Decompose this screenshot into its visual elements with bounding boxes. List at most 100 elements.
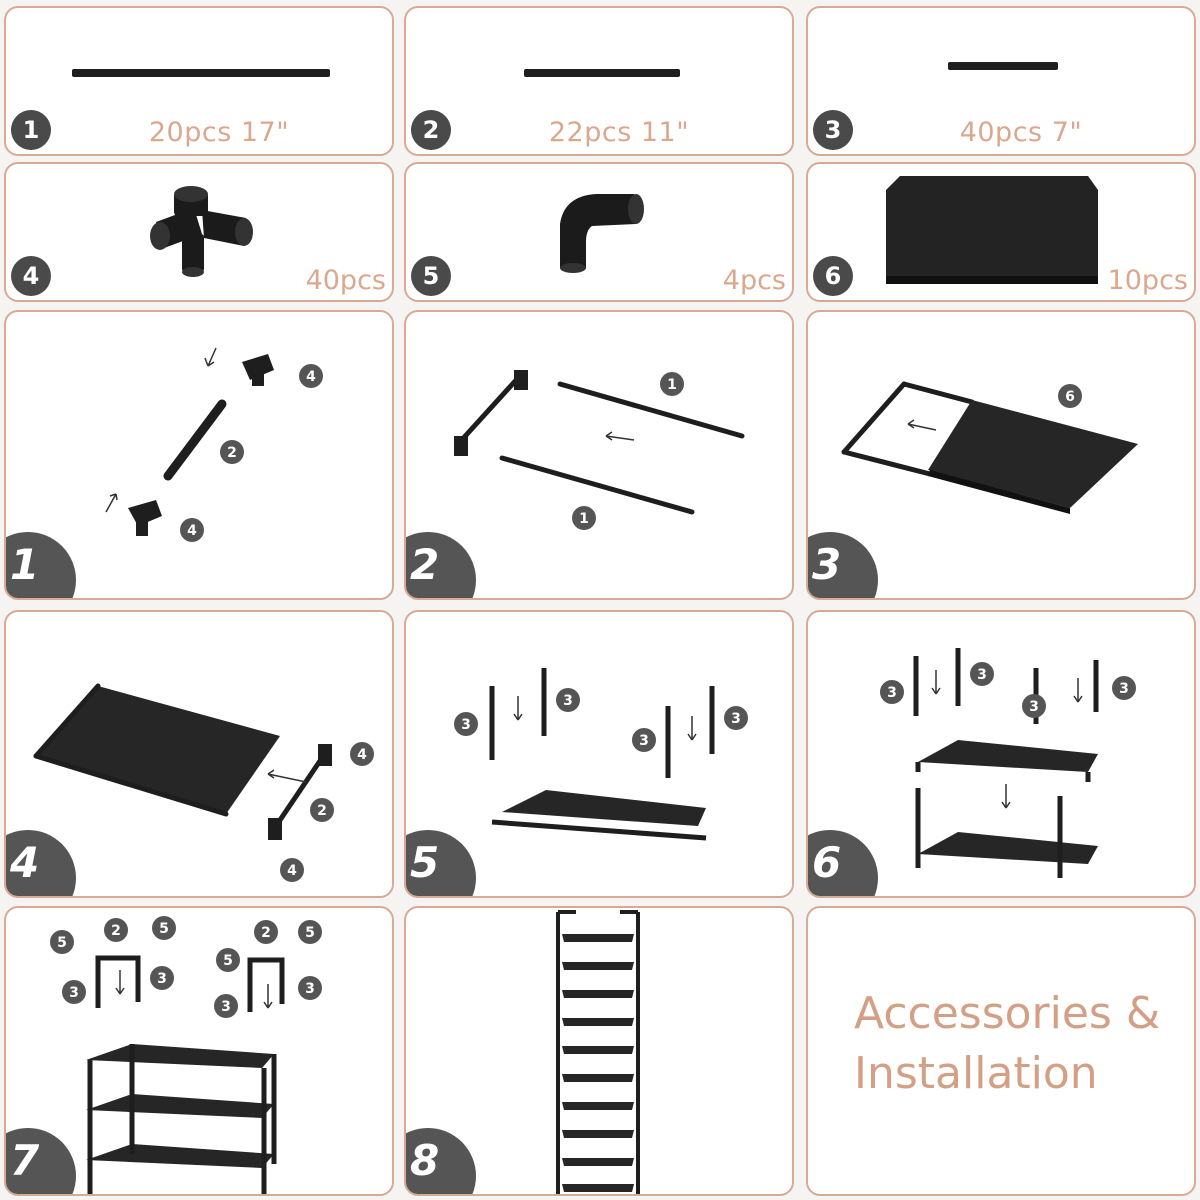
callout-4: 4 bbox=[350, 742, 374, 766]
title-panel: Accessories & Installation bbox=[806, 906, 1196, 1196]
svg-text:4: 4 bbox=[187, 523, 197, 539]
svg-text:3: 3 bbox=[69, 985, 79, 1001]
svg-text:5: 5 bbox=[159, 921, 169, 937]
part-quantity: 20pcs 17" bbox=[148, 117, 290, 148]
svg-text:3: 3 bbox=[563, 693, 573, 709]
callout-3: 3 bbox=[454, 712, 478, 736]
callout-3: 3 bbox=[556, 688, 580, 712]
svg-text:2: 2 bbox=[261, 925, 271, 941]
title-line-1: Accessories & bbox=[854, 988, 1161, 1039]
svg-text:2: 2 bbox=[111, 923, 121, 939]
step-6-diagram: 3 3 3 3 bbox=[880, 648, 1136, 878]
part-quantity: 40pcs 7" bbox=[959, 117, 1083, 148]
step-panel-7: 5 2 5 3 3 5 2 5 3 3 7 bbox=[4, 906, 394, 1196]
step-3-diagram: 6 bbox=[841, 381, 1138, 514]
callout-1: 1 bbox=[660, 372, 684, 396]
part-number-badge: 5 bbox=[411, 256, 451, 296]
svg-text:5: 5 bbox=[57, 935, 67, 951]
part-panel-2: 2 22pcs 11" bbox=[404, 6, 794, 156]
step-panel-3: 6 3 bbox=[806, 310, 1196, 600]
step-4-diagram: 4 2 4 bbox=[33, 683, 374, 882]
part-panel-5: 5 4pcs bbox=[404, 162, 794, 302]
step-8-diagram bbox=[556, 910, 640, 1194]
step-panel-8: 8 bbox=[404, 906, 794, 1196]
part-panel-6: 6 10pcs bbox=[806, 162, 1196, 302]
part-number-badge: 6 bbox=[813, 256, 853, 296]
title-line-2: Installation bbox=[854, 1048, 1098, 1099]
step-7-diagram: 5 2 5 3 3 5 2 5 3 3 bbox=[50, 916, 322, 1194]
callout-3: 3 bbox=[880, 680, 904, 704]
callout-2: 2 bbox=[254, 920, 278, 944]
svg-text:3: 3 bbox=[887, 685, 897, 701]
svg-text:3: 3 bbox=[157, 971, 167, 987]
step-number-badge: 5 bbox=[406, 830, 476, 896]
step-panel-2: 1 1 2 bbox=[404, 310, 794, 600]
callout-3: 3 bbox=[1022, 694, 1046, 718]
callout-3: 3 bbox=[214, 994, 238, 1018]
part-number-badge: 4 bbox=[11, 256, 51, 296]
part-number-badge: 3 bbox=[813, 110, 853, 150]
part-number-badge: 2 bbox=[411, 110, 451, 150]
step-number-badge: 1 bbox=[6, 532, 76, 598]
svg-text:3: 3 bbox=[639, 733, 649, 749]
step-panel-1: 4 2 4 1 bbox=[4, 310, 394, 600]
svg-text:4: 4 bbox=[287, 863, 297, 879]
svg-text:1: 1 bbox=[667, 377, 677, 393]
callout-4: 4 bbox=[299, 364, 323, 388]
rod-17-icon bbox=[72, 69, 330, 77]
svg-text:3: 3 bbox=[1119, 681, 1129, 697]
callout-4: 4 bbox=[280, 858, 304, 882]
callout-2: 2 bbox=[310, 798, 334, 822]
svg-text:3: 3 bbox=[221, 999, 231, 1015]
part-panel-4: 4 40pcs bbox=[4, 162, 394, 302]
step-5-diagram: 3 3 3 3 bbox=[454, 668, 748, 841]
part-quantity: 10pcs bbox=[1107, 265, 1188, 296]
step-1-diagram: 4 2 4 bbox=[105, 347, 323, 542]
callout-3: 3 bbox=[970, 662, 994, 686]
callout-2: 2 bbox=[104, 918, 128, 942]
callout-6: 6 bbox=[1058, 384, 1082, 408]
callout-5: 5 bbox=[216, 948, 240, 972]
part-quantity: 4pcs bbox=[722, 265, 786, 296]
svg-text:3: 3 bbox=[731, 711, 741, 727]
callout-5: 5 bbox=[50, 930, 74, 954]
svg-text:1: 1 bbox=[579, 511, 589, 527]
svg-text:4: 4 bbox=[357, 747, 367, 763]
part-number-badge: 1 bbox=[11, 110, 51, 150]
svg-text:4: 4 bbox=[306, 369, 316, 385]
svg-text:6: 6 bbox=[1065, 389, 1075, 405]
callout-3: 3 bbox=[298, 976, 322, 1000]
shelf-fabric-icon bbox=[886, 176, 1098, 284]
part-quantity: 22pcs 11" bbox=[548, 117, 690, 148]
svg-text:2: 2 bbox=[317, 803, 327, 819]
callout-2: 2 bbox=[220, 440, 244, 464]
svg-text:3: 3 bbox=[1029, 699, 1039, 715]
elbow-connector-icon bbox=[560, 194, 644, 273]
svg-text:3: 3 bbox=[461, 717, 471, 733]
callout-5: 5 bbox=[152, 916, 176, 940]
step-panel-6: 3 3 3 3 6 bbox=[806, 610, 1196, 898]
step-panel-4: 4 2 4 4 bbox=[4, 610, 394, 898]
step-panel-5: 3 3 3 3 5 bbox=[404, 610, 794, 898]
svg-text:3: 3 bbox=[305, 981, 315, 997]
three-way-connector-icon bbox=[150, 186, 253, 277]
part-quantity: 40pcs bbox=[305, 265, 386, 296]
callout-3: 3 bbox=[62, 980, 86, 1004]
callout-3: 3 bbox=[150, 966, 174, 990]
callout-3: 3 bbox=[1112, 676, 1136, 700]
step-2-diagram: 1 1 bbox=[454, 370, 745, 530]
part-panel-3: 3 40pcs 7" bbox=[806, 6, 1196, 156]
part-panel-1: 1 20pcs 17" bbox=[4, 6, 394, 156]
callout-3: 3 bbox=[632, 728, 656, 752]
svg-text:2: 2 bbox=[227, 445, 237, 461]
svg-text:3: 3 bbox=[977, 667, 987, 683]
callout-1: 1 bbox=[572, 506, 596, 530]
callout-3: 3 bbox=[724, 706, 748, 730]
svg-text:5: 5 bbox=[223, 953, 233, 969]
svg-text:5: 5 bbox=[305, 925, 315, 941]
page-title: Accessories & Installation bbox=[854, 984, 1160, 1104]
rod-7-icon bbox=[948, 62, 1058, 70]
callout-5: 5 bbox=[298, 920, 322, 944]
rod-11-icon bbox=[524, 69, 680, 77]
callout-4: 4 bbox=[180, 518, 204, 542]
